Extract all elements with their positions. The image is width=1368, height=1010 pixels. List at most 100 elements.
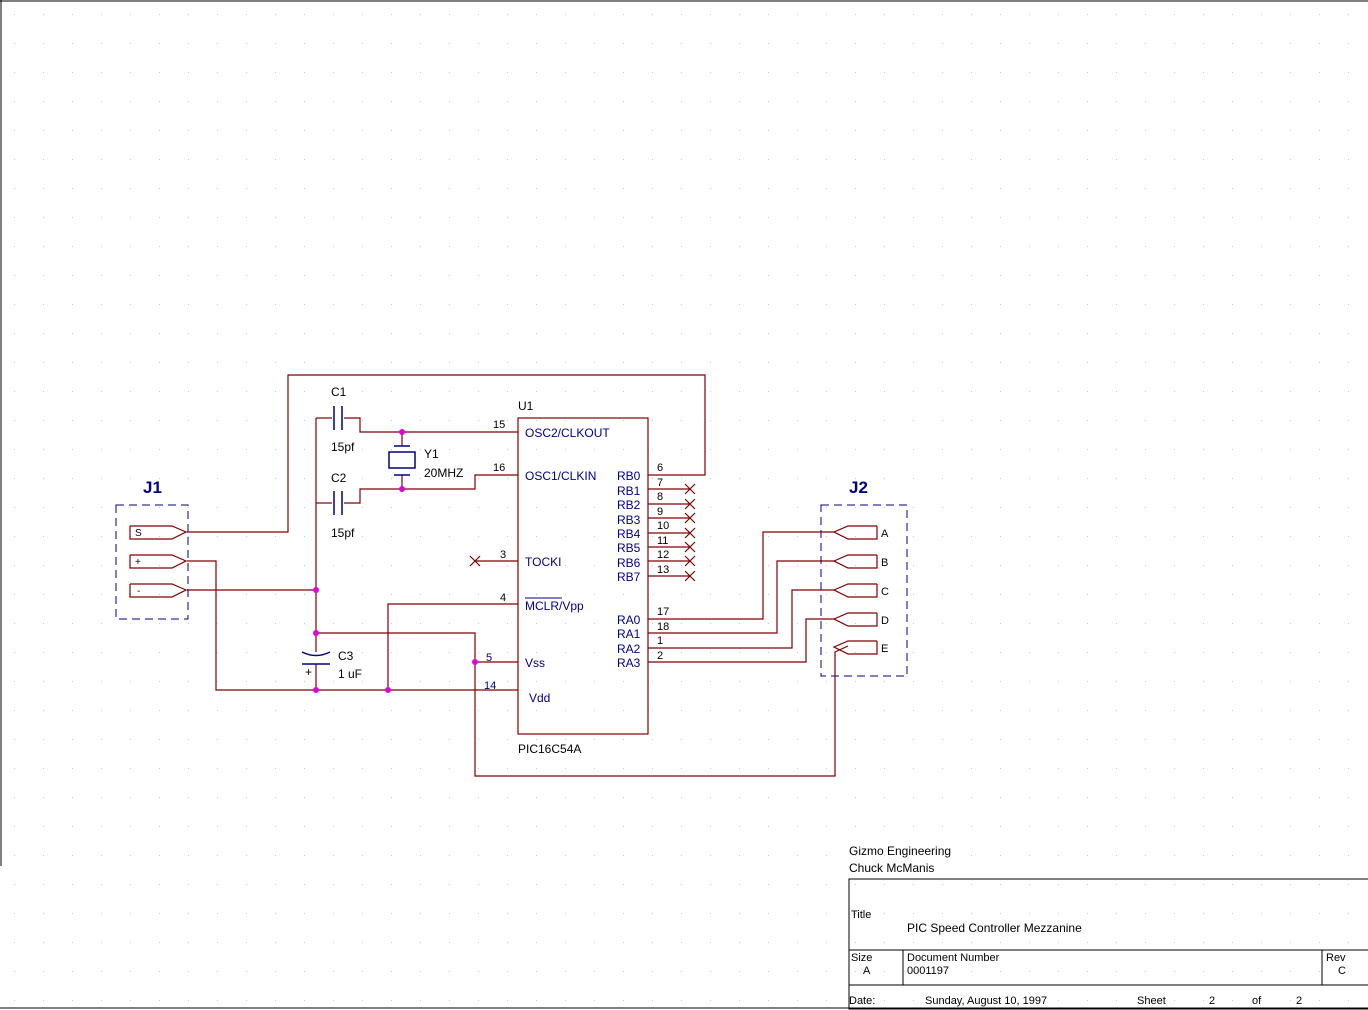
- wire-ra2-c: [648, 589, 834, 649]
- pin-label-osc2: OSC2/CLKOUT: [525, 426, 610, 440]
- doc-number-label: Document Number: [907, 952, 1000, 964]
- wire-ra3-d: [648, 618, 834, 663]
- c2-capacitor[interactable]: C2 15pf: [331, 471, 355, 540]
- j1-pin-minus: -: [137, 586, 140, 597]
- no-connect-tocki: [469, 555, 481, 567]
- pin-label-tocki: TOCKI: [525, 555, 561, 569]
- j2-pin-shape-e: [832, 640, 878, 655]
- y1-value: 20MHZ: [424, 466, 463, 480]
- wire-plus-vdd: [187, 560, 518, 691]
- j2-pin-shape-b: [832, 554, 878, 569]
- pin-label-rb1: RB1: [617, 484, 641, 498]
- pin-label-rb6: RB6: [617, 556, 641, 570]
- wire-ra1-b: [648, 560, 834, 634]
- j2-pin-shape-d: [832, 612, 878, 627]
- j2-connector[interactable]: J2 A B C D E: [820, 478, 908, 677]
- junction-dot: [399, 429, 405, 435]
- j2-pin-e: E: [881, 643, 888, 655]
- pin-label-rb0: RB0: [617, 469, 641, 483]
- pin-num-rb1: 7: [657, 477, 663, 489]
- y1-ref: Y1: [424, 447, 439, 461]
- pin-label-rb2: RB2: [617, 498, 641, 512]
- pin-label-vss: Vss: [525, 656, 545, 670]
- c1-value: 15pf: [331, 440, 355, 454]
- c2-value: 15pf: [331, 526, 355, 540]
- pin-num-ra2: 1: [657, 635, 663, 647]
- j1-ref: J1: [143, 478, 162, 497]
- j2-ref: J2: [849, 478, 868, 497]
- pin-num-mclr: 4: [500, 592, 506, 604]
- j1-pin-s: S: [135, 528, 142, 539]
- no-connect-rb5: [684, 541, 696, 553]
- pin-num-rb3: 9: [657, 506, 663, 518]
- j2-pin-shape-a: [832, 525, 878, 540]
- y1-body: [388, 451, 416, 469]
- c3-capacitor[interactable]: + C3 1 uF: [301, 649, 362, 681]
- size-label: Size: [851, 952, 872, 964]
- no-connect-rb2: [684, 498, 696, 510]
- sheet-total: 2: [1296, 995, 1302, 1007]
- c3-polarity: +: [305, 665, 312, 679]
- junction-dot: [385, 687, 391, 693]
- pin-num-rb2: 8: [657, 491, 663, 503]
- doc-number-value: 0001197: [907, 965, 949, 977]
- j2-pin-a: A: [881, 528, 889, 540]
- j1-connector[interactable]: J1 S + -: [115, 478, 189, 620]
- j2-pin-d: D: [881, 615, 889, 627]
- pin-label-rb4: RB4: [617, 527, 641, 541]
- pin-num-ra3: 2: [657, 650, 663, 662]
- junction-dots: [313, 429, 478, 693]
- no-connect-rb4: [684, 527, 696, 539]
- no-connect-rb6: [684, 555, 696, 567]
- u1-part: PIC16C54A: [518, 742, 581, 756]
- pin-label-ra3: RA3: [617, 656, 641, 670]
- c2-ref: C2: [331, 471, 347, 485]
- pin-label-mclr: MCLR/Vpp: [525, 599, 584, 613]
- date-value: Sunday, August 10, 1997: [925, 995, 1047, 1007]
- j1-pin-plus: +: [135, 557, 141, 568]
- company-name: Gizmo Engineering: [849, 844, 951, 858]
- c1-capacitor[interactable]: C1 15pf: [331, 385, 355, 454]
- pin-num-osc2: 15: [493, 419, 505, 431]
- j2-outline: [820, 504, 908, 677]
- j1-pin-shape-plus: [129, 554, 188, 569]
- c3-value: 1 uF: [338, 667, 362, 681]
- pin-label-ra1: RA1: [617, 627, 641, 641]
- pin-num-tocki: 3: [500, 549, 506, 561]
- pin-num-rb0: 6: [657, 462, 663, 474]
- pin-label-vdd: Vdd: [529, 691, 550, 705]
- c3-plate-curved: [301, 651, 331, 657]
- pin-num-osc1: 16: [493, 462, 505, 474]
- c1-ref: C1: [331, 385, 347, 399]
- sheet-value: 2: [1209, 995, 1215, 1007]
- u1-pic16c54a[interactable]: U1 PIC16C54A OSC2/CLKOUT OSC1/CLKIN TOCK…: [484, 399, 669, 756]
- pin-num-rb6: 12: [657, 549, 669, 561]
- date-label: Date:: [849, 995, 875, 1007]
- size-value: A: [863, 965, 871, 977]
- wires: [187, 374, 849, 777]
- junction-dot: [313, 687, 319, 693]
- junction-dot: [472, 659, 478, 665]
- pin-num-ra1: 18: [657, 621, 669, 633]
- wire-s-rb0: [187, 374, 706, 533]
- pin-label-ra0: RA0: [617, 613, 641, 627]
- pin-num-ra0: 17: [657, 606, 669, 618]
- title-block-frame: [848, 878, 1368, 1010]
- u1-ref: U1: [518, 399, 534, 413]
- junction-dot: [313, 630, 319, 636]
- u1-body: [517, 417, 649, 735]
- wire-c1-osc2: [344, 417, 518, 433]
- j2-pin-c: C: [881, 586, 889, 598]
- title-block: Gizmo Engineering Chuck McManis Title PI…: [848, 844, 1368, 1010]
- rev-label: Rev: [1326, 952, 1346, 964]
- pin-num-vss: 5: [486, 652, 492, 664]
- j1-outline: [115, 504, 189, 620]
- pin-label-osc1: OSC1/CLKIN: [525, 469, 596, 483]
- y1-crystal[interactable]: Y1 20MHZ: [388, 445, 463, 480]
- wire-vss: [316, 632, 849, 777]
- rev-value: C: [1338, 965, 1346, 977]
- of-label: of: [1252, 995, 1262, 1007]
- no-connect-marks: [469, 483, 696, 582]
- author-name: Chuck McManis: [849, 861, 934, 875]
